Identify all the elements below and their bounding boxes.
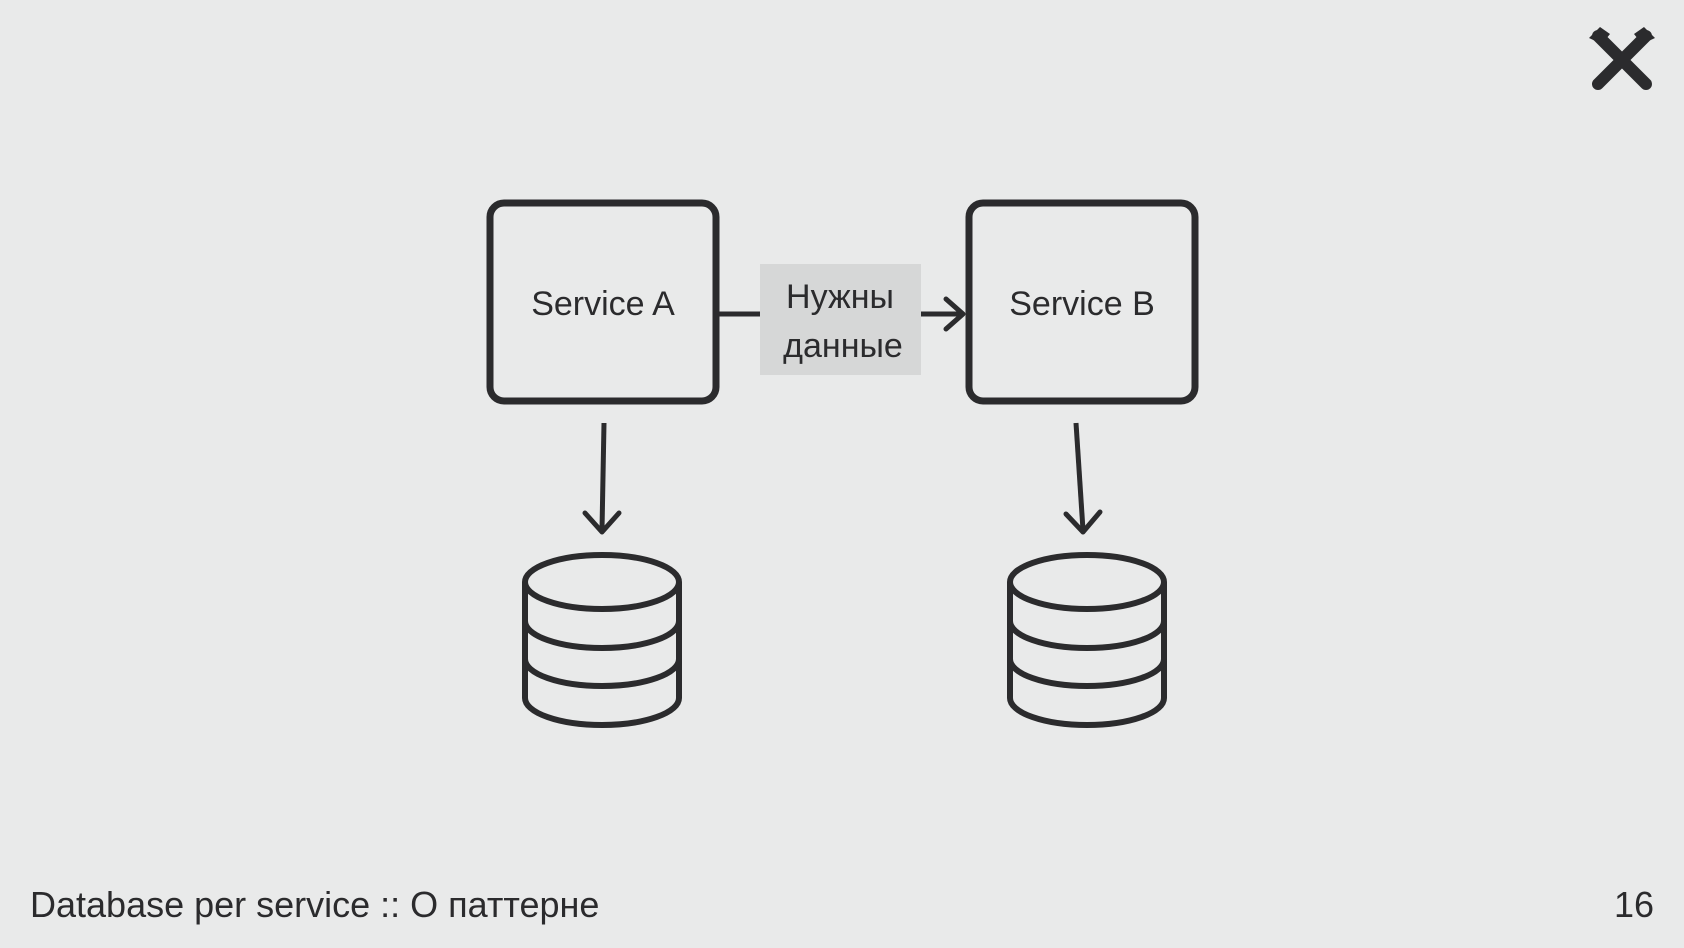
arrowhead-icon xyxy=(582,510,622,535)
edge-b-to-db-b xyxy=(1063,422,1103,535)
service-a-label: Service A xyxy=(531,285,675,323)
slide-title: Database per service :: О паттерне xyxy=(30,884,600,925)
edge-a-to-b: Нужны данные xyxy=(719,264,966,375)
edge-label-line2: данные xyxy=(783,327,903,365)
database-b-icon xyxy=(1007,552,1167,728)
service-a-node: Service A xyxy=(486,199,720,405)
service-b-label: Service B xyxy=(1009,285,1155,323)
page-number: 16 xyxy=(1613,884,1654,925)
service-b-node: Service B xyxy=(965,199,1199,405)
edge-a-to-db-a xyxy=(582,422,622,535)
arrowhead-icon xyxy=(943,296,966,332)
arrowhead-icon xyxy=(1063,509,1103,535)
database-a-icon xyxy=(522,552,682,728)
edge-label-line1: Нужны xyxy=(786,278,894,316)
edge-label-box xyxy=(760,264,921,375)
logo-icon xyxy=(1589,27,1655,90)
